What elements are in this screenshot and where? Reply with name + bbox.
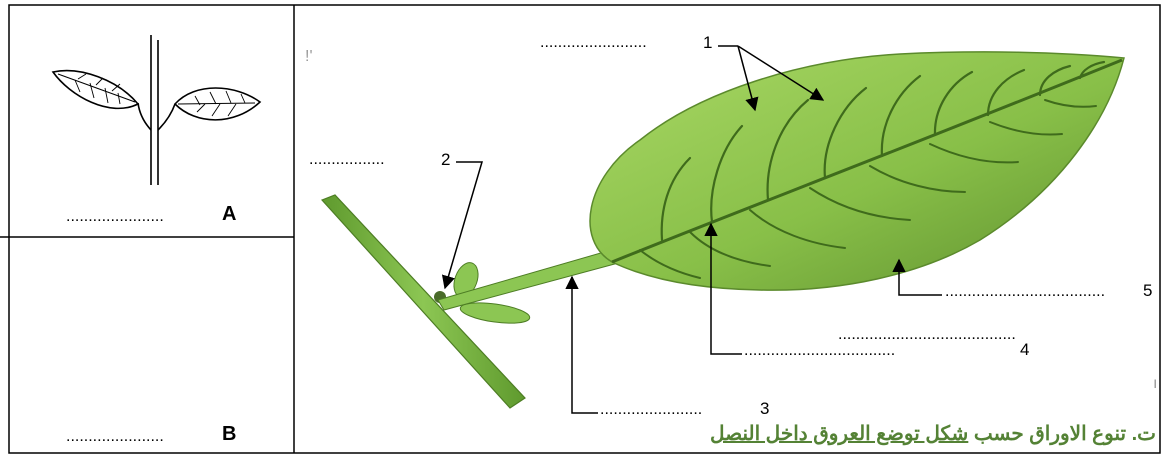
opposite-leaves-drawing (53, 35, 260, 185)
answer-blank-2[interactable]: ................. (309, 151, 385, 169)
label-number-5: 5 (1143, 281, 1152, 301)
answer-blank-a[interactable]: ...................... (66, 208, 164, 226)
section-caption: ت. تنوع الاوراق حسب شكل توضع العروق داخل… (710, 421, 1156, 446)
answer-blank-3[interactable]: ....................... (600, 401, 702, 419)
answer-blank-4[interactable]: .................................. (744, 342, 895, 360)
caption-prefix: ت. تنوع الاوراق حسب (974, 423, 1156, 445)
answer-blank-b[interactable]: ...................... (66, 428, 164, 446)
answer-blank-1[interactable]: ........................ (540, 34, 647, 52)
answer-blank-extra[interactable]: ........................................ (838, 326, 1016, 344)
label-number-4: 4 (1020, 340, 1029, 360)
caption-underlined: شكل توضع العروق داخل النصل (710, 423, 968, 445)
faint-mark-2: ı (1153, 375, 1157, 393)
panel-label-b: B (222, 423, 236, 446)
panel-label-a: A (222, 203, 236, 226)
label-number-3: 3 (760, 399, 769, 419)
label-number-1: 1 (703, 33, 712, 53)
leaf-blade (590, 52, 1124, 290)
label-number-2: 2 (441, 150, 450, 170)
faint-mark: !' (305, 48, 313, 66)
branch (322, 195, 525, 408)
answer-blank-5[interactable]: .................................... (945, 283, 1105, 301)
